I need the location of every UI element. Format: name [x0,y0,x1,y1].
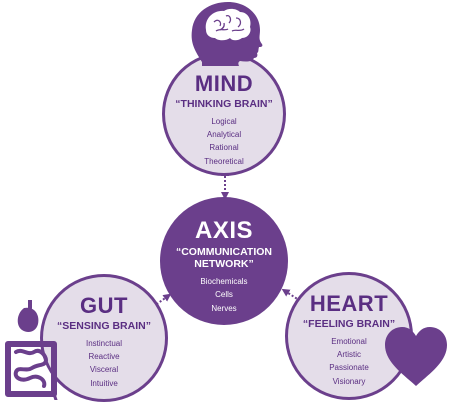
gut-item: Instinctual [85,339,123,349]
axis-subtitle: “COMMUNICATION NETWORK” [175,246,273,271]
heart-item: Artistic [337,350,361,360]
mind-node: MIND “THINKING BRAIN” Logical Analytical… [162,52,286,176]
digestive-system-icon [5,300,58,400]
mind-subtitle: “THINKING BRAIN” [175,98,273,110]
gut-item: Reactive [88,352,120,362]
axis-title: AXIS [194,217,253,244]
axis-item: Biochemicals [200,277,248,287]
heart-item: Visionary [332,376,366,386]
axis-item: Nerves [211,303,237,313]
heart-item: Emotional [331,337,367,347]
heart-title: HEART [309,291,389,316]
gut-title: GUT [80,293,128,318]
mind-item: Analytical [206,130,242,140]
gut-subtitle: “SENSING BRAIN” [57,320,151,332]
heart-subtitle: “FEELING BRAIN” [302,318,396,330]
head-with-brain-icon [191,2,263,66]
heart-items: Emotional Artistic Passionate Visionary [288,335,410,388]
heart-icon [385,327,447,386]
gut-item: Visceral [89,365,119,375]
mind-item: Theoretical [204,156,244,166]
gut-item: Intuitive [90,378,118,388]
mind-title: MIND [194,71,254,96]
gut-items: Instinctual Reactive Visceral Intuitive [43,337,165,390]
mind-items: Logical Analytical Rational Theoretical [165,115,283,168]
axis-items: Biochemicals Cells Nerves [160,275,288,315]
axis-node: AXIS “COMMUNICATION NETWORK” Biochemical… [160,197,288,325]
mind-item: Rational [209,143,239,153]
mind-item: Logical [211,117,237,127]
heart-item: Passionate [329,363,369,373]
axis-item: Cells [215,290,233,300]
gut-node: GUT “SENSING BRAIN” Instinctual Reactive… [40,274,168,402]
